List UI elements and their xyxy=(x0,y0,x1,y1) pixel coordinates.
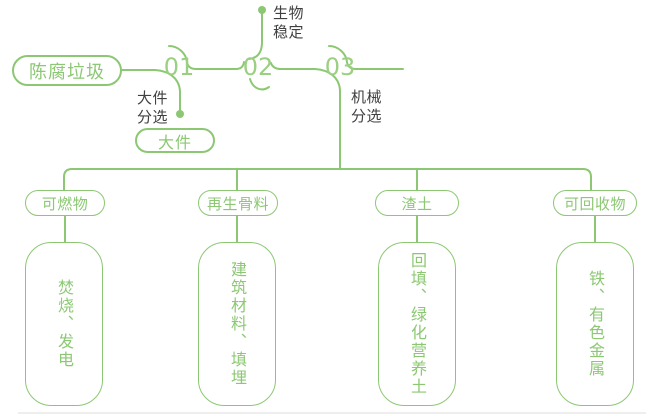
line-01-to-02 xyxy=(168,45,245,70)
line-02-to-03 xyxy=(270,62,316,70)
use-box-combustibles: 焚烧、发电 xyxy=(25,242,103,406)
category-label: 再生骨料 xyxy=(206,194,269,213)
dot-bulky xyxy=(176,110,184,118)
category-label: 渣土 xyxy=(401,194,433,213)
use-text: 铁、有色金属 xyxy=(586,270,605,378)
step-02-label: 生物 稳定 xyxy=(273,4,305,41)
use-box-slag-soil: 回填、绿化营养土 xyxy=(378,242,456,406)
use-text: 建筑材料、填埋 xyxy=(228,261,247,387)
bulky-node: 大件 xyxy=(135,128,215,153)
step-number-01: 01 xyxy=(163,53,195,81)
category-combustibles: 可燃物 xyxy=(25,190,105,216)
category-recyclables: 可回收物 xyxy=(553,190,637,216)
use-box-recycled-aggregate: 建筑材料、填埋 xyxy=(198,242,276,406)
source-node: 陈腐垃圾 xyxy=(12,55,122,86)
line-bio-to-02 xyxy=(248,13,263,60)
line-03-tail xyxy=(328,45,404,70)
category-label: 可燃物 xyxy=(41,194,89,213)
use-text: 焚烧、发电 xyxy=(55,279,74,369)
use-box-recyclables: 铁、有色金属 xyxy=(556,242,634,406)
category-slag-soil: 渣土 xyxy=(375,190,459,216)
dot-bio xyxy=(258,6,266,14)
step-03-label: 机械 分选 xyxy=(351,88,383,125)
step-number-03: 03 xyxy=(324,53,356,81)
distribution-line xyxy=(63,168,592,192)
source-label: 陈腐垃圾 xyxy=(29,61,105,83)
step-01-label: 大件 分选 xyxy=(137,89,169,126)
category-recycled-aggregate: 再生骨料 xyxy=(198,190,278,216)
branch-01-bulky xyxy=(154,69,181,111)
use-text: 回填、绿化营养土 xyxy=(408,252,427,396)
branch-03-down xyxy=(314,68,341,170)
curl-02-bottom xyxy=(249,78,270,91)
step-number-02: 02 xyxy=(242,53,274,81)
category-label: 可回收物 xyxy=(563,194,626,213)
bulky-label: 大件 xyxy=(157,132,192,152)
